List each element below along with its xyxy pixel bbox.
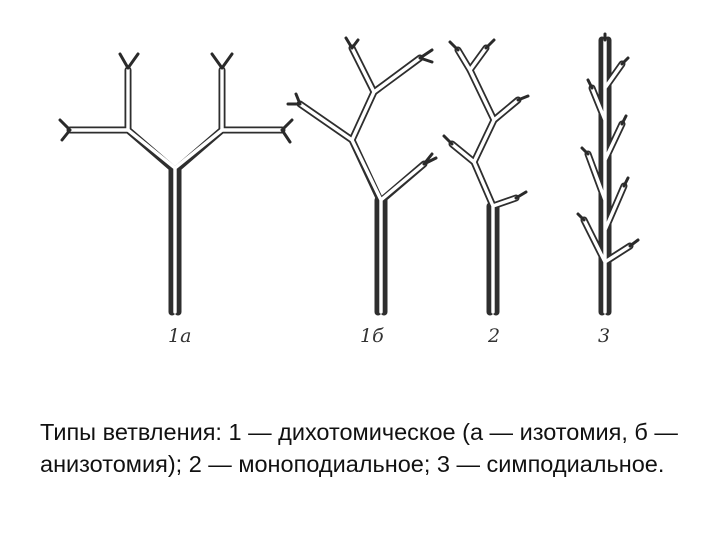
diagram-2-monopodial: 2: [442, 38, 530, 347]
diagram-3-sympodial: 3: [576, 32, 640, 347]
diagram-1a-isotomy: 1а: [58, 52, 294, 347]
diagram-1b-anisotomy: 1б: [286, 36, 438, 347]
label-1a: 1а: [168, 325, 191, 347]
figure-caption: Типы ветвления: 1 — дихотомическое (а — …: [40, 419, 678, 477]
branching-types-figure: 1а 1б: [58, 32, 640, 347]
label-3: 3: [598, 325, 610, 347]
label-1b: 1б: [360, 325, 384, 347]
label-2: 2: [487, 325, 500, 347]
